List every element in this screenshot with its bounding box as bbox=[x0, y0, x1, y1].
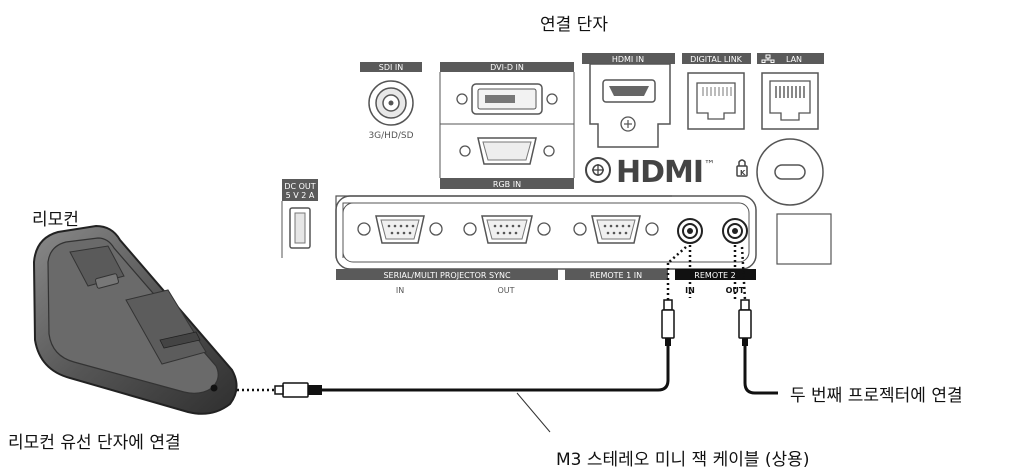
remote1-in-connector bbox=[573, 215, 659, 244]
blank-panel bbox=[776, 213, 832, 265]
remote2-label-bar: REMOTE 2 IN OUT bbox=[675, 269, 756, 295]
hdmi-tm: ™ bbox=[704, 158, 715, 171]
remote-wired-jack bbox=[210, 384, 218, 392]
dvi-in-label: DVI-D IN bbox=[490, 63, 524, 72]
remote-control bbox=[32, 224, 238, 415]
plug-remote bbox=[222, 382, 322, 398]
remote1-label-bar: REMOTE 1 IN bbox=[565, 269, 668, 280]
rgb-in-port: RGB IN bbox=[439, 123, 575, 189]
terminals-title: 연결 단자 bbox=[540, 15, 608, 35]
lock-icon: K bbox=[736, 159, 748, 177]
dvi-in-port: DVI-D IN bbox=[439, 62, 575, 124]
dc-out-label-2: 5 V 2 A bbox=[286, 191, 315, 200]
serial-in-label: IN bbox=[396, 286, 404, 295]
remote2-out-jack bbox=[722, 218, 748, 244]
serial-label-bar: SERIAL/MULTI PROJECTOR SYNC IN OUT bbox=[336, 269, 558, 295]
cable-callout-line bbox=[516, 392, 551, 433]
digital-link-label: DIGITAL LINK bbox=[690, 55, 743, 64]
remote2-label: REMOTE 2 bbox=[694, 271, 735, 280]
dc-out-port: DC OUT 5 V 2 A bbox=[281, 179, 318, 258]
sdi-in-port: SDI IN 3G/HD/SD bbox=[360, 62, 422, 141]
hdmi-in-port: HDMI IN bbox=[582, 53, 675, 148]
serial-in-connector bbox=[357, 215, 443, 244]
plug-in bbox=[661, 299, 675, 346]
hdmi-in-label: HDMI IN bbox=[612, 55, 644, 64]
plug-out bbox=[738, 299, 752, 346]
network-icon bbox=[761, 54, 775, 63]
remote-title: 리모컨 bbox=[32, 210, 79, 230]
remote1-in-label: REMOTE 1 IN bbox=[590, 271, 642, 280]
cable-description: M3 스테레오 미니 잭 케이블 (상용) bbox=[556, 450, 810, 470]
remote2-in-label: IN bbox=[685, 286, 695, 295]
serial-out-connector bbox=[463, 215, 551, 244]
sdi-sub-label: 3G/HD/SD bbox=[368, 131, 413, 141]
svg-text:K: K bbox=[740, 169, 746, 177]
serial-group-label: SERIAL/MULTI PROJECTOR SYNC bbox=[383, 271, 510, 280]
remote-wired-label: 리모컨 유선 단자에 연결 bbox=[8, 433, 181, 453]
cable bbox=[322, 346, 778, 395]
hdmi-logo-text: HDMI bbox=[616, 155, 703, 190]
serial-out-label: OUT bbox=[497, 286, 514, 295]
hdmi-logo: HDMI ™ bbox=[585, 155, 715, 190]
remote2-out-label: OUT bbox=[726, 286, 745, 295]
jack-guide-lines bbox=[666, 245, 747, 301]
second-projector-label: 두 번째 프로젝터에 연결 bbox=[790, 386, 963, 406]
digital-link-port: DIGITAL LINK bbox=[682, 53, 751, 130]
dc-out-label-1: DC OUT bbox=[284, 182, 315, 191]
security-slot bbox=[756, 138, 824, 206]
sdi-in-label: SDI IN bbox=[379, 63, 404, 72]
remote2-in-jack bbox=[677, 218, 703, 244]
lan-port: LAN bbox=[757, 53, 824, 130]
lan-label: LAN bbox=[786, 55, 802, 64]
rgb-in-label: RGB IN bbox=[493, 180, 521, 189]
